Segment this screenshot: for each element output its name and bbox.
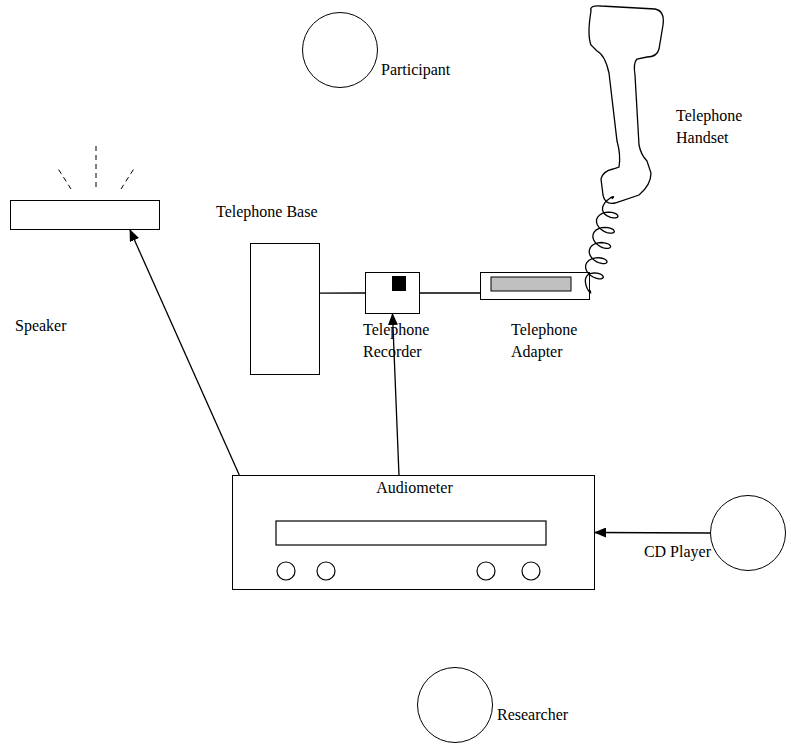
recorder-box: Telephone Recorder	[365, 272, 420, 314]
node-label: Researcher	[497, 704, 571, 726]
node-label: Telephone Base	[216, 201, 320, 223]
node-label: Audiometer	[233, 477, 596, 499]
node-label: Speaker	[15, 315, 69, 337]
signal-line	[393, 314, 399, 475]
shape-detail	[366, 273, 421, 315]
audiometer-box: Audiometer	[232, 475, 595, 590]
speaker-box: Speaker	[10, 200, 160, 230]
node-label: Participant	[381, 59, 453, 81]
shape-detail	[481, 273, 591, 301]
signal-line	[320, 292, 365, 293]
adapter-box: Telephone Adapter	[480, 272, 590, 300]
node-label: Telephone Adapter	[511, 319, 591, 362]
phone-base-box: Telephone Base	[250, 243, 320, 375]
signal-line	[595, 532, 710, 534]
coiled-cord	[585, 197, 618, 293]
signal-line	[130, 230, 239, 475]
node-label: Telephone Recorder	[363, 319, 443, 362]
node-label: CD Player	[644, 541, 714, 563]
shape-detail	[11, 201, 161, 231]
cd-player-circle: CD Player	[710, 495, 786, 571]
researcher-circle: Researcher	[417, 667, 493, 743]
participant-circle: Participant	[302, 12, 378, 88]
signal-line	[420, 292, 480, 293]
handset-shape: Telephone Handset	[575, 5, 667, 207]
node-label: Telephone Handset	[676, 105, 766, 148]
shape-detail	[575, 5, 667, 207]
